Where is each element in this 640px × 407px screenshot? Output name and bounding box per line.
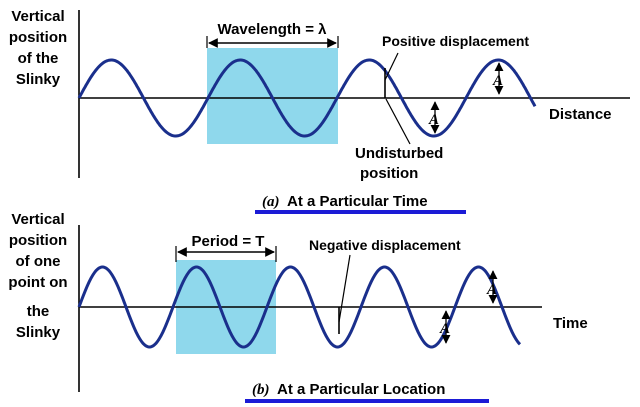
svg-text:(a): (a) xyxy=(262,194,280,210)
svg-text:point on: point on xyxy=(8,274,67,291)
panel-bottom: Vertical position of one point on the Sl… xyxy=(8,211,588,403)
top-wave-curve xyxy=(77,58,537,138)
svg-text:position: position xyxy=(9,232,67,249)
svg-text:Vertical: Vertical xyxy=(11,211,64,228)
undisturbed-label-line2: position xyxy=(360,165,418,182)
svg-text:Slinky: Slinky xyxy=(16,71,61,88)
svg-text:position: position xyxy=(9,29,67,46)
wavelength-label: Wavelength = λ xyxy=(217,21,327,38)
negative-displacement-label: Negative displacement xyxy=(309,237,461,253)
svg-text:At a Particular Location: At a Particular Location xyxy=(277,381,445,398)
svg-text:(b): (b) xyxy=(252,382,270,398)
bottom-y-axis-label: Vertical position of one point on the Sl… xyxy=(8,211,67,341)
svg-text:of one: of one xyxy=(16,253,61,270)
svg-text:the: the xyxy=(27,303,50,320)
svg-text:Slinky: Slinky xyxy=(16,324,61,341)
svg-text:A: A xyxy=(486,282,497,298)
svg-text:A: A xyxy=(428,112,439,128)
svg-text:of the: of the xyxy=(18,50,59,67)
distance-axis-label: Distance xyxy=(549,106,612,123)
svg-text:Vertical: Vertical xyxy=(11,8,64,25)
svg-text:At a Particular Time: At a Particular Time xyxy=(287,193,428,210)
caption-a: (a) At a Particular Time xyxy=(255,193,466,214)
svg-text:A: A xyxy=(439,321,450,337)
top-y-axis-label: Vertical position of the Slinky xyxy=(9,8,67,88)
undisturbed-label-line1: Undisturbed xyxy=(355,145,443,162)
panel-top: Vertical position of the Slinky Distance… xyxy=(9,8,630,214)
caption-b: (b) At a Particular Location xyxy=(245,381,489,403)
time-axis-label: Time xyxy=(553,315,588,332)
positive-displacement-label: Positive displacement xyxy=(382,33,529,49)
period-label: Period = T xyxy=(192,233,265,250)
svg-text:A: A xyxy=(492,73,503,89)
